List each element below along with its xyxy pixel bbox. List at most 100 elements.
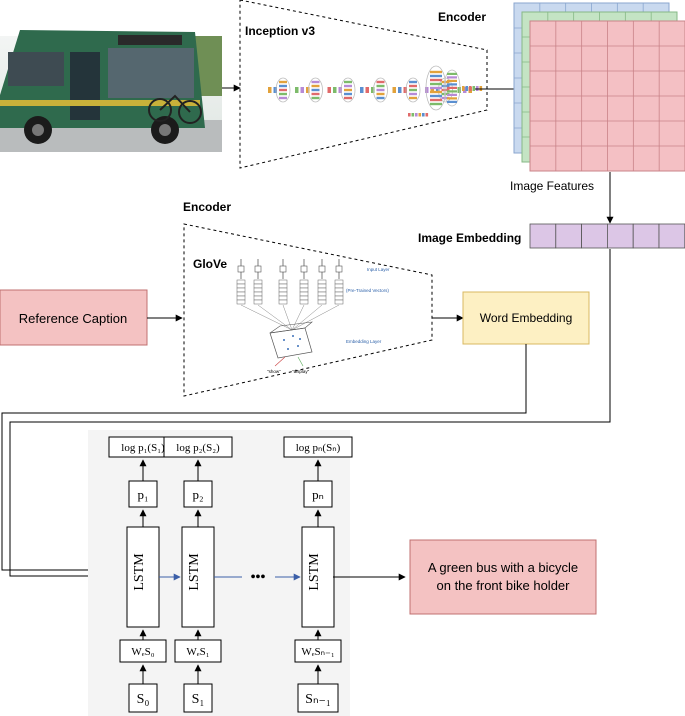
inception-block <box>311 84 320 88</box>
image-feature-maps <box>513 2 685 172</box>
output-caption-box <box>409 539 597 615</box>
embedding-cell <box>607 223 634 249</box>
inception-layer <box>333 87 337 93</box>
inception-block <box>311 88 320 92</box>
glove-word-display: "display" <box>292 369 310 374</box>
reference-caption-label: Reference Caption <box>19 311 127 326</box>
inception-layer <box>430 87 434 93</box>
glove-input-node <box>237 265 245 273</box>
glove-vector-cell <box>299 295 309 301</box>
glove-link <box>291 304 340 331</box>
inception-layer <box>268 87 272 93</box>
embedding-cell <box>658 223 685 249</box>
lstm-label: LSTM <box>132 553 147 591</box>
inception-aux-layer <box>415 113 418 117</box>
inception-block <box>447 76 457 79</box>
inception-block <box>279 96 287 100</box>
log-prob-label: log pₙ(Sₙ) <box>296 442 341 454</box>
inception-aux-layer <box>408 113 411 117</box>
glove-vector-cell <box>299 299 309 305</box>
inception-block <box>447 97 457 100</box>
prob-label: pₙ <box>312 487 324 502</box>
inception-block <box>409 84 417 88</box>
glove-vector-cell <box>299 291 309 297</box>
log-prob-box <box>163 436 233 458</box>
glove-vector-cell <box>317 291 327 297</box>
inception-block <box>409 96 417 100</box>
glove-vector-cell <box>317 283 327 289</box>
inception-block <box>344 80 352 84</box>
glove-pointer <box>274 356 286 367</box>
prob-box <box>128 480 158 508</box>
image-encoder-title: Encoder <box>438 10 486 24</box>
output-caption-line2: on the front bike holder <box>437 578 571 593</box>
inception-block <box>311 96 320 100</box>
glove-vector-cell <box>334 291 344 297</box>
inception-block <box>430 78 442 82</box>
glove-input-node <box>318 265 326 273</box>
glove-vector-cell <box>278 299 288 305</box>
lstm-cell <box>181 526 215 628</box>
inception-block <box>344 96 352 100</box>
inception-block <box>311 80 320 84</box>
bus-photo <box>0 30 222 152</box>
inception-module <box>425 65 447 111</box>
token-box <box>183 683 213 713</box>
glove-embedding-layer-label: Embedding Layer <box>346 339 382 344</box>
glove-vector-cell <box>334 287 344 293</box>
glove-vector-cell <box>236 299 246 305</box>
inception-block <box>376 96 385 100</box>
inception-module <box>405 77 421 103</box>
glove-vector-cell <box>236 279 246 285</box>
inception-block <box>376 92 385 96</box>
inception-block <box>376 84 385 88</box>
word-input-box <box>119 639 167 663</box>
word-input-box <box>174 639 222 663</box>
inception-aux-layer <box>418 113 422 117</box>
word-input-label: WₑS₁ <box>186 646 209 658</box>
inception-module <box>340 77 356 103</box>
inception-block <box>430 86 442 90</box>
inception-layer <box>295 87 299 93</box>
prob-label: p₂ <box>192 487 203 502</box>
inception-block <box>344 92 352 96</box>
glove-link <box>291 304 305 331</box>
glove-input-node <box>335 265 343 273</box>
glove-vector-cell <box>278 279 288 285</box>
inception-block <box>430 102 442 106</box>
log-prob-box <box>283 436 353 458</box>
glove-link <box>282 304 293 331</box>
token-label: S₁ <box>192 692 205 707</box>
ellipsis: ••• <box>251 570 266 585</box>
inception-block <box>344 88 352 92</box>
inception-module <box>275 77 291 103</box>
inception-layer <box>403 87 407 93</box>
inception-block <box>376 80 385 84</box>
inception-block <box>447 83 457 86</box>
glove-embedding-point <box>283 339 285 341</box>
glove-embedding-point <box>287 348 289 350</box>
inception-block <box>447 79 457 82</box>
token-label: S₀ <box>137 692 150 707</box>
inception-block <box>441 84 450 88</box>
glove-input-layer-label: Input Layer <box>367 267 390 272</box>
inception-network-graphic <box>268 65 483 117</box>
word-input-box <box>294 639 342 663</box>
inception-block <box>279 92 287 96</box>
word-embedding-label: Word Embedding <box>480 311 573 325</box>
glove-link <box>291 304 323 331</box>
glove-vector-cell <box>317 287 327 293</box>
glove-embedding-cube <box>269 321 313 334</box>
text-encoder-title: Encoder <box>183 200 231 214</box>
inception-block <box>279 84 287 88</box>
embedding-cell <box>555 223 582 249</box>
lstm-label: LSTM <box>307 553 322 591</box>
inception-layer <box>360 87 364 93</box>
glove-pointer <box>297 356 304 367</box>
log-prob-label: log p₁(S₁) <box>121 442 165 454</box>
glove-vector-cell <box>278 295 288 301</box>
glove-input-node <box>279 265 287 273</box>
word-input-label: WₑSₙ₋₁ <box>301 646 335 658</box>
